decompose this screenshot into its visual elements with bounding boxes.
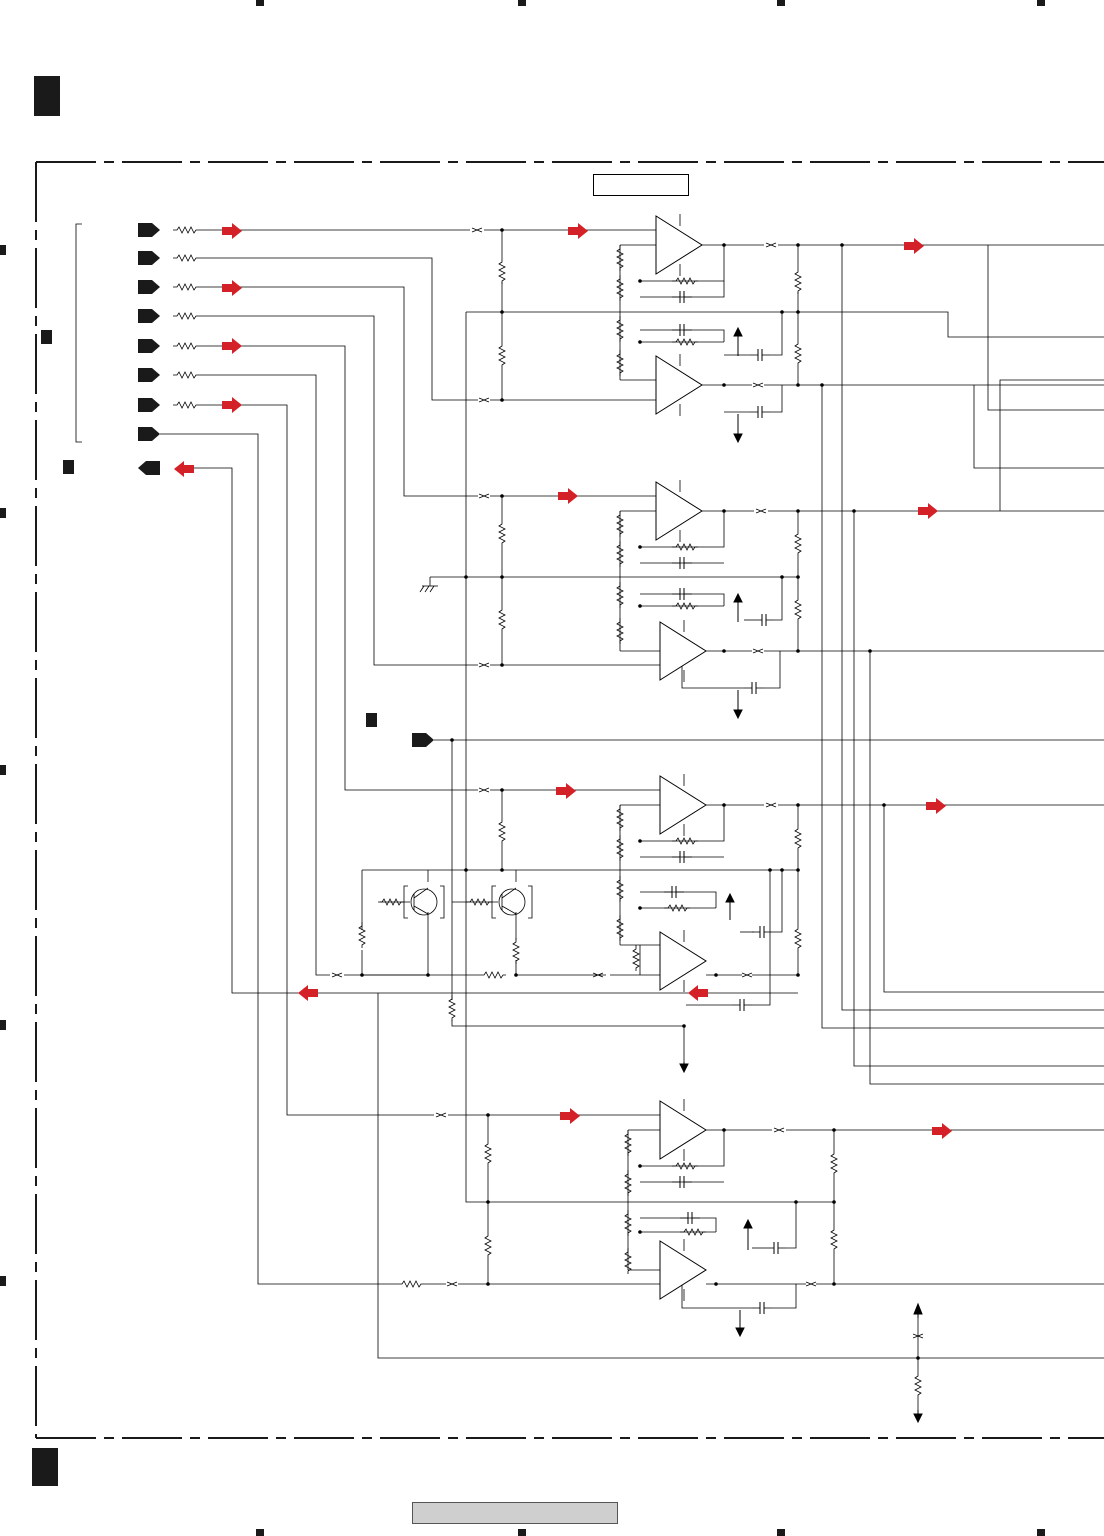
ground-symbol	[420, 577, 438, 592]
feedback-resistors	[378, 278, 706, 1287]
coupling-caps	[332, 228, 923, 1338]
op-amps	[656, 214, 706, 1301]
input-connectors	[138, 223, 434, 747]
dashed-frame	[36, 162, 1104, 1438]
input-bracket	[76, 224, 82, 442]
wires	[160, 230, 1104, 1410]
section-markers	[32, 76, 377, 1486]
junctions	[360, 228, 920, 1360]
signal-arrows	[174, 223, 952, 1139]
supply-arrows	[680, 328, 922, 1422]
resistors	[359, 245, 921, 1398]
input-resistors	[173, 227, 199, 408]
